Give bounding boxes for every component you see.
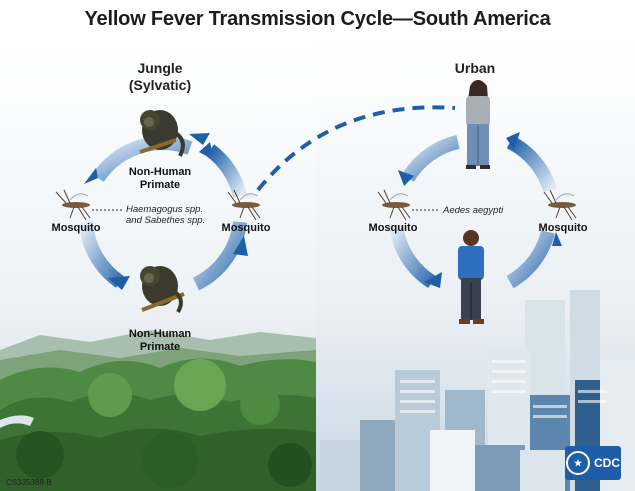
woman-icon bbox=[466, 80, 490, 169]
document-code: CS335388-B bbox=[6, 478, 52, 487]
jungle-cycle bbox=[79, 133, 248, 291]
mosquito-icon-jungle-left bbox=[55, 189, 91, 221]
cdc-logo: ★ CDC bbox=[565, 446, 621, 480]
primate-bottom-label-line2: Primate bbox=[139, 341, 181, 353]
urban-heading: Urban bbox=[454, 60, 496, 76]
jungle-heading-line1: Jungle bbox=[137, 60, 183, 76]
urban-species-label: Aedes aegypti bbox=[443, 205, 504, 216]
primate-top-label: Non-Human Primate bbox=[115, 166, 205, 192]
jungle-heading-line2: (Sylvatic) bbox=[128, 77, 192, 93]
mosquito-icon-jungle-right bbox=[227, 189, 261, 221]
urban-mosquito-left-label: Mosquito bbox=[368, 222, 418, 234]
diagram-title: Yellow Fever Transmission Cycle—South Am… bbox=[84, 8, 551, 30]
connector-dashed bbox=[256, 105, 456, 192]
primate-top-icon bbox=[139, 110, 185, 157]
cdc-logo-text: CDC bbox=[594, 456, 620, 470]
jungle-species-line1: Haemagogus spp. bbox=[126, 204, 204, 215]
primate-top-label-line2: Primate bbox=[139, 179, 181, 191]
mosquito-icon-urban-right bbox=[543, 189, 577, 221]
jungle-mosquito-left-label: Mosquito bbox=[51, 222, 101, 234]
jungle-species-label: Haemagogus spp. and Sabethes spp. bbox=[126, 204, 205, 226]
jungle-species-line2: and Sabethes spp. bbox=[126, 215, 206, 226]
jungle-mosquito-right-label: Mosquito bbox=[221, 222, 271, 234]
man-icon bbox=[458, 230, 484, 324]
hhs-seal-icon: ★ bbox=[566, 451, 590, 475]
mosquito-icon-urban-left bbox=[377, 189, 411, 221]
jungle-heading: Jungle (Sylvatic) bbox=[110, 60, 210, 94]
primate-bottom-label: Non-Human Primate bbox=[115, 328, 205, 354]
jungle-landscape bbox=[0, 330, 316, 491]
primate-top-label-line1: Non-Human bbox=[128, 166, 192, 178]
primate-bottom-label-line1: Non-Human bbox=[128, 328, 192, 340]
urban-cycle bbox=[389, 132, 562, 289]
urban-mosquito-right-label: Mosquito bbox=[538, 222, 588, 234]
city-skyline bbox=[320, 290, 635, 491]
primate-bottom-icon bbox=[140, 266, 185, 313]
